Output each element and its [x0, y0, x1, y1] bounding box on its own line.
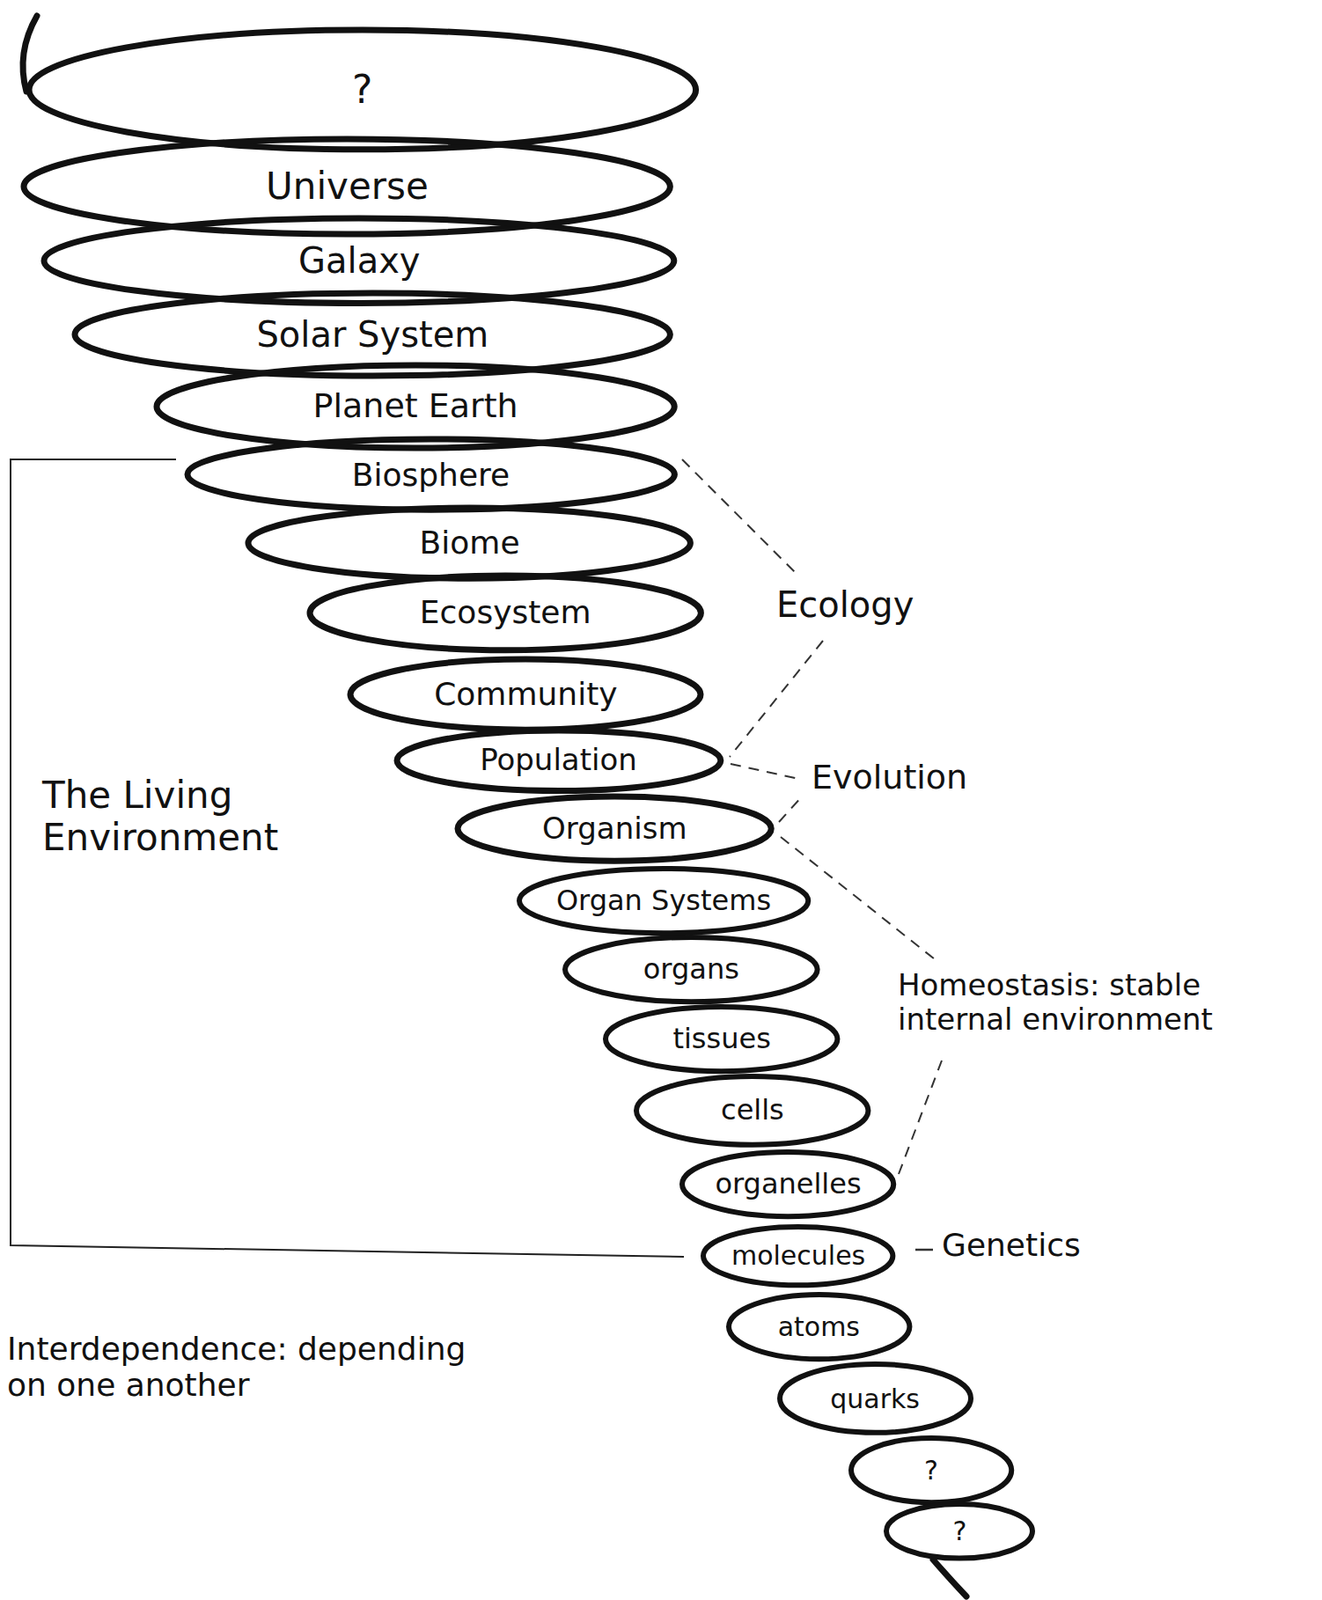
level-name: cells — [720, 1094, 785, 1126]
loop-ellipse — [156, 365, 675, 449]
spiral-loop: ? — [847, 1434, 1015, 1506]
level-name: Universe — [265, 166, 429, 207]
loop-ellipse — [851, 1438, 1012, 1503]
level-name: Organ Systems — [556, 885, 772, 917]
spiral-loop: organs — [561, 933, 822, 1006]
note-label: The Living Environment — [42, 774, 324, 860]
note-label: Interdependence: depending on one anothe… — [7, 1330, 500, 1404]
loop-ellipse — [350, 659, 701, 730]
level-name: quarks — [829, 1384, 920, 1414]
level-name: Solar System — [256, 315, 489, 354]
spiral-loop: Population — [393, 727, 725, 795]
level-name: molecules — [731, 1241, 866, 1271]
loop-ellipse — [682, 1152, 894, 1217]
spiral-loop: Biosphere — [183, 435, 678, 514]
level-name: organs — [643, 954, 740, 985]
spiral-tail — [932, 1559, 967, 1597]
leader-line — [780, 837, 935, 960]
level-name: ? — [352, 68, 373, 111]
spiral-loop: quarks — [776, 1360, 975, 1437]
spiral-loop: molecules — [699, 1223, 897, 1289]
loop-ellipse — [728, 1294, 910, 1359]
spiral-loop: Organism — [454, 793, 775, 865]
loop-ellipse — [565, 937, 818, 1002]
level-name: Galaxy — [298, 241, 420, 280]
loop-ellipse — [29, 29, 697, 150]
loop-ellipse — [396, 730, 721, 792]
note-label: Ecology — [776, 584, 914, 625]
loop-ellipse — [779, 1364, 971, 1433]
spiral-loop: atoms — [725, 1291, 913, 1363]
loop-ellipse — [605, 1006, 838, 1072]
note-label: Genetics — [941, 1226, 1081, 1264]
spiral-loop: Ecosystem — [306, 572, 705, 654]
spiral-loop: cells — [632, 1072, 872, 1149]
loop-ellipse — [309, 575, 701, 651]
loop-ellipse — [44, 218, 675, 303]
note-label: Homeostasis: stable internal environment — [897, 968, 1286, 1037]
leader-line — [730, 763, 803, 780]
spiral-loop: Universe — [20, 135, 674, 238]
level-name: organelles — [714, 1168, 861, 1200]
spiral-loop: Biome — [244, 504, 694, 582]
loop-ellipse — [248, 507, 691, 579]
leader-line — [898, 1060, 942, 1175]
spiral-loop: ? — [25, 26, 700, 154]
level-name: Planet Earth — [313, 388, 519, 426]
level-name: ? — [952, 1516, 967, 1546]
leader-line — [778, 795, 803, 823]
leader-line — [682, 459, 797, 574]
spiral-loop: ? — [882, 1500, 1036, 1563]
leader-line — [729, 640, 823, 757]
loop-ellipse — [519, 868, 808, 933]
level-name: Population — [479, 743, 638, 777]
loop-ellipse — [636, 1076, 868, 1146]
level-name: Community — [433, 676, 617, 713]
spiral-loop: Community — [346, 655, 705, 734]
level-name: ? — [924, 1455, 939, 1485]
spiral-loop: Organ Systems — [515, 865, 812, 937]
loop-ellipse — [886, 1504, 1033, 1559]
level-name: Organism — [542, 812, 687, 845]
level-name: Ecosystem — [419, 594, 592, 631]
loop-ellipse — [457, 796, 772, 861]
leader-line — [915, 1248, 933, 1252]
loop-ellipse — [187, 439, 675, 510]
level-name: Biosphere — [352, 457, 510, 493]
note-label: Evolution — [811, 758, 968, 798]
level-name: atoms — [778, 1312, 860, 1342]
level-name: tissues — [672, 1023, 771, 1055]
spiral-loop: tissues — [602, 1003, 841, 1075]
spiral-loop: organelles — [678, 1148, 897, 1220]
level-name: Biome — [419, 525, 521, 561]
loop-ellipse — [703, 1226, 893, 1286]
